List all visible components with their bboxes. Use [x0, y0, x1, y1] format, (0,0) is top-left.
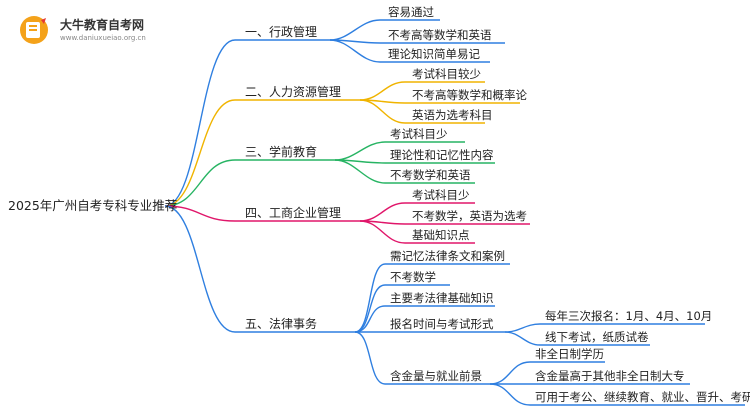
branch-5-label: 五、法律事务: [245, 317, 318, 331]
connector-root-b4: [164, 205, 360, 222]
branch-5-item-2: 不考数学: [390, 270, 436, 284]
book-icon: [20, 16, 48, 44]
exam-sub-item-2: 线下考试，纸质试卷: [545, 330, 649, 344]
branch-5-item-5: 含金量与就业前景: [390, 369, 482, 383]
value-sub-item-3: 可用于考公、继续教育、就业、晋升、考研: [535, 390, 750, 404]
branch-3-item-3: 不考数学和英语: [390, 168, 471, 182]
site-logo: 大牛教育自考网 www.daniuxueiao.org.cn: [8, 10, 178, 50]
connector-root-b1: [164, 39, 330, 207]
logo-url: www.daniuxueiao.org.cn: [60, 34, 146, 42]
connector-root-b3: [164, 159, 335, 207]
root-topic: 2025年广州自考专科专业推荐: [8, 198, 178, 213]
branch-1-item-2: 不考高等数学和英语: [388, 28, 492, 42]
branch-1-item-1: 容易通过: [388, 5, 434, 19]
branch-2-label: 二、人力资源管理: [245, 85, 342, 99]
connector-root-b2: [164, 99, 360, 207]
value-sub-item-1: 非全日制学历: [535, 347, 604, 361]
logo-title: 大牛教育自考网: [60, 18, 145, 32]
branch-3-item-2: 理论性和记忆性内容: [390, 148, 494, 162]
branch-2-item-2: 不考高等数学和概率论: [412, 88, 527, 102]
branch-3-item-1: 考试科目少: [390, 127, 448, 141]
branch-5-item-4: 报名时间与考试形式: [390, 317, 494, 331]
branch-4-item-3: 基础知识点: [412, 228, 470, 242]
exam-sub-item-1: 每年三次报名：1月、4月、10月: [545, 309, 713, 323]
branch-4-item-2: 不考数学，英语为选考: [412, 209, 527, 223]
value-sub-item-2: 含金量高于其他非全日制大专: [535, 369, 685, 383]
branch-2-item-3: 英语为选考科目: [412, 108, 493, 122]
branch-5-item-1: 需记忆法律条文和案例: [390, 249, 505, 263]
branch-4-item-1: 考试科目少: [412, 188, 470, 202]
branch-2-item-1: 考试科目较少: [412, 67, 481, 81]
branch-1-item-3: 理论知识简单易记: [388, 47, 480, 61]
branch-5-item-3: 主要考法律基础知识: [390, 291, 494, 305]
branch-1-label: 一、行政管理: [245, 25, 318, 39]
branch-4-label: 四、工商企业管理: [245, 206, 342, 220]
connector-root-b5: [164, 205, 355, 333]
branch-3-label: 三、学前教育: [245, 145, 318, 159]
